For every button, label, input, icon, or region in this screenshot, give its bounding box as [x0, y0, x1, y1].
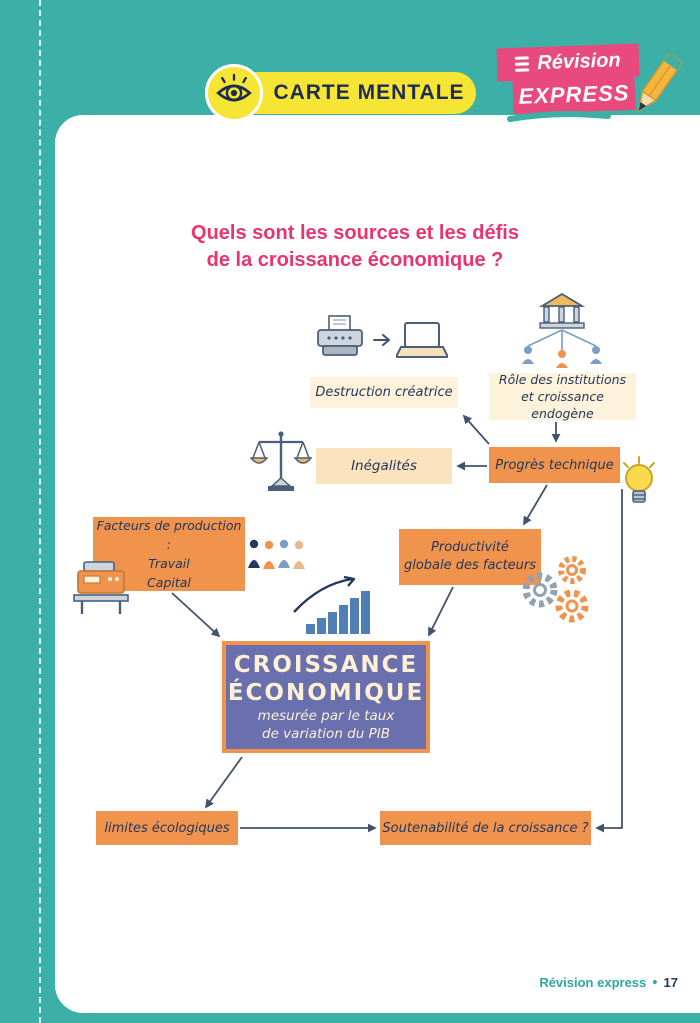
- node-label: Travail: [148, 556, 190, 571]
- title-line1: Quels sont les sources et les défis: [191, 222, 519, 244]
- laptop-icon: [396, 322, 448, 358]
- page-title: Quels sont les sources et les défis de l…: [100, 220, 610, 274]
- footer-label: Révision express: [539, 975, 647, 990]
- node-role-institutions: Rôle des institutions et croissance endo…: [489, 372, 636, 421]
- node-productivite-globale: Productivité globale des facteurs: [399, 529, 541, 585]
- logo-line1: Révision: [536, 49, 622, 75]
- gears-icon: [522, 556, 589, 623]
- node-inegalites: Inégalités: [316, 448, 452, 484]
- node-label: limites écologiques: [104, 820, 230, 836]
- node-croissance-economique: CROISSANCE ÉCONOMIQUE mesurée par le tau…: [222, 641, 430, 753]
- node-label: Productivité: [431, 540, 509, 555]
- node-label: et croissance endogène: [521, 389, 604, 421]
- logo-line2: EXPRESS: [518, 80, 630, 109]
- scales-icon: [250, 431, 312, 491]
- page-footer: Révision express • 17: [539, 974, 678, 991]
- node-facteurs-production: Facteurs de production : Travail Capital: [93, 517, 245, 591]
- footer-bullet: •: [652, 974, 658, 991]
- node-limites-ecologiques: limites écologiques: [96, 811, 238, 845]
- node-label: Soutenabilité de la croissance ?: [382, 820, 589, 836]
- margin-dashed-line: [39, 0, 41, 1023]
- page-number: 17: [663, 975, 678, 990]
- node-label: de variation du PIB: [262, 725, 390, 742]
- title-line2: de la croissance économique ?: [206, 249, 504, 271]
- machine-icon: [73, 561, 129, 614]
- node-label: Facteurs de production :: [96, 518, 242, 552]
- node-label: CROISSANCE: [233, 652, 419, 679]
- people-group-icon: [248, 539, 305, 569]
- node-label: ÉCONOMIQUE: [227, 679, 425, 706]
- eye-icon: [205, 64, 263, 122]
- node-label: Inégalités: [351, 458, 417, 474]
- pencil-icon: [637, 52, 684, 113]
- logo-express: EXPRESS: [512, 75, 636, 115]
- menu-icon: [515, 56, 530, 72]
- carte-mentale-badge: CARTE MENTALE: [236, 72, 476, 114]
- underline-swoosh-icon: [507, 111, 611, 122]
- node-label: Destruction créatrice: [315, 385, 453, 400]
- node-label: Rôle des institutions: [498, 372, 627, 387]
- node-progres-technique: Progrès technique: [489, 447, 620, 483]
- node-label: mesurée par le taux: [257, 708, 395, 725]
- node-label: Progrès technique: [495, 457, 614, 473]
- node-soutenabilite: Soutenabilité de la croissance ?: [380, 811, 591, 845]
- lightbulb-icon: [623, 456, 655, 503]
- badge-label: CARTE MENTALE: [273, 81, 465, 104]
- node-destruction-creatrice: Destruction créatrice: [310, 377, 458, 408]
- arrow-right-icon: [373, 334, 390, 346]
- typewriter-icon: [317, 315, 363, 356]
- node-label: Capital: [147, 575, 191, 590]
- bar-chart-icon: [293, 576, 370, 634]
- institution-icon: [522, 292, 602, 368]
- node-label: globale des facteurs: [403, 558, 537, 573]
